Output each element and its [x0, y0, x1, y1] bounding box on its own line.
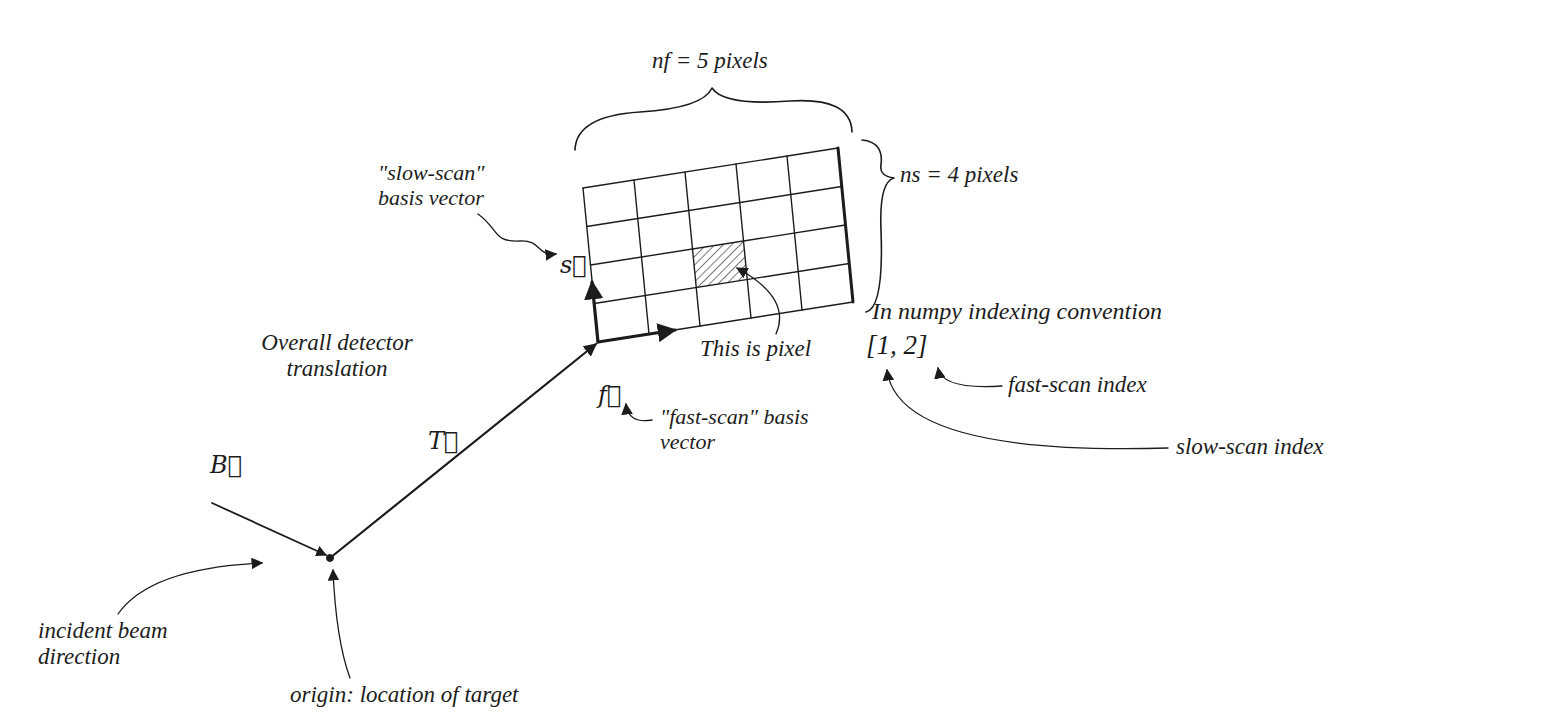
leader-arrow: [938, 368, 1002, 387]
leader-arrow: [626, 404, 652, 421]
annotation-label: "slow-scan" basis vector: [378, 160, 528, 211]
annotation-label: fast-scan index: [1008, 372, 1147, 398]
leader-arrow: [478, 214, 556, 254]
annotation-label: [1, 2]: [866, 330, 928, 361]
annotation-label: origin: location of target: [290, 682, 519, 708]
leader-arrow: [118, 563, 262, 614]
annotation-label: incident beam direction: [38, 618, 203, 671]
vector-symbol: s⃗: [560, 252, 587, 280]
pixel-grid: [583, 148, 853, 342]
height-brace: [862, 140, 894, 312]
width-brace: [575, 88, 852, 150]
vector-symbol: f⃗: [598, 382, 621, 410]
leader-arrow: [333, 570, 350, 678]
annotation-label: "fast-scan" basis vector: [660, 404, 810, 455]
slow-scan-vector: [592, 282, 598, 342]
annotation-label: slow-scan index: [1176, 434, 1324, 460]
annotation-label: nf = 5 pixels: [652, 48, 768, 74]
annotation-label: Overall detector translation: [232, 330, 442, 383]
annotation-label: In numpy indexing convention: [872, 298, 1162, 326]
leader-arrow: [887, 370, 1168, 449]
fast-scan-vector: [598, 330, 675, 342]
beam-vector: [212, 503, 326, 555]
annotation-label: This is pixel: [700, 336, 811, 362]
vector-symbol: B⃗: [210, 452, 242, 480]
vector-symbol: T⃗: [428, 428, 458, 456]
detector-edge: [838, 148, 853, 302]
annotation-label: ns = 4 pixels: [900, 162, 1018, 188]
leader-arrow: [737, 268, 780, 334]
